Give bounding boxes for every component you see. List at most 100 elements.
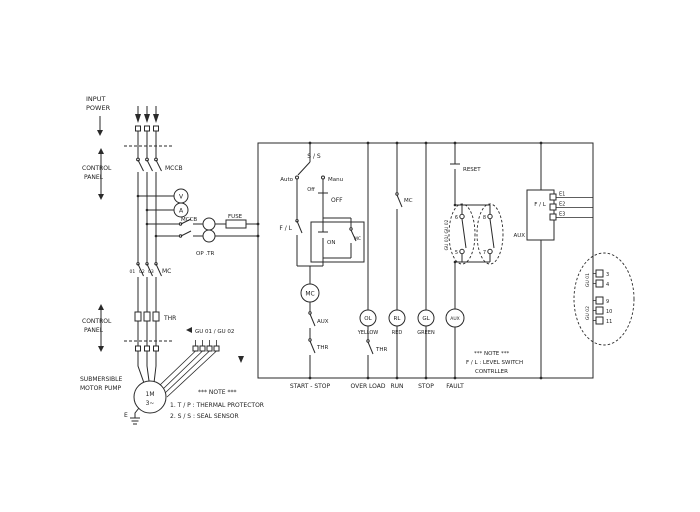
on-mc-holding-box: ON MC bbox=[310, 217, 365, 266]
sensor-terminals bbox=[159, 340, 244, 398]
mc-coil-label: MC bbox=[305, 291, 314, 298]
right-gu01-label: GU 01 bbox=[585, 273, 591, 287]
left-arrow-icon bbox=[186, 327, 192, 333]
fl-contact-label: F / L bbox=[279, 225, 292, 232]
branch-stop: GL GREEN bbox=[417, 141, 435, 380]
footer-start-stop: START - STOP bbox=[290, 383, 331, 390]
gu-terminal-dashed-outline bbox=[573, 252, 635, 346]
phase-arrow-icon bbox=[135, 114, 141, 123]
right-gu02-label: GU 02 bbox=[585, 306, 591, 320]
aux-contact-label: AUX bbox=[317, 319, 329, 325]
on-button-label: ON bbox=[327, 240, 335, 246]
fl-controller-label: F / L bbox=[534, 202, 547, 208]
ammeter-circle bbox=[173, 202, 189, 218]
wire-number: 03 bbox=[148, 269, 154, 275]
motor: 1M 3~ E bbox=[124, 380, 167, 425]
selector-manu-label: Manu bbox=[328, 177, 343, 183]
control-panel-top-label: PANEL bbox=[84, 174, 104, 181]
down-arrow-icon bbox=[238, 356, 244, 363]
notes-left: *** NOTE *** 1. T / P : THERMAL PROTECTO… bbox=[170, 389, 264, 420]
phase-conductors bbox=[134, 131, 162, 384]
mc-holding-label: MC bbox=[354, 236, 361, 242]
note-line: 1. T / P : THERMAL PROTECTOR bbox=[170, 402, 264, 409]
fl-aux-label: AUX bbox=[513, 233, 525, 239]
gu-reference: GU 01 / GU 02 bbox=[186, 327, 234, 335]
voltmeter: V bbox=[136, 188, 189, 204]
gu-terminal-number: 7 bbox=[483, 250, 486, 256]
op-tr-label: OP .TR bbox=[196, 251, 215, 257]
power-section: INPUT POWER CONTROL PANEL bbox=[80, 95, 264, 425]
mc-run-contact-label: MC bbox=[404, 198, 413, 204]
gu02-dashed-outline bbox=[476, 203, 504, 265]
selector-switch: Auto Manu Off bbox=[280, 161, 343, 193]
control-panel-span-arrow-icon bbox=[98, 148, 104, 200]
input-power-label: POWER bbox=[86, 104, 111, 112]
control-panel-span-arrow-icon bbox=[98, 304, 104, 352]
selector-title: S / S bbox=[307, 153, 321, 160]
earth-label: E bbox=[124, 412, 128, 419]
fuse-label: FUSE bbox=[228, 214, 243, 220]
footer-run: RUN bbox=[390, 383, 403, 390]
control-panel-top-label: CONTROL bbox=[82, 165, 112, 172]
mc-contact-labels: 01 02 03 MC bbox=[130, 268, 172, 275]
voltmeter-letter: V bbox=[179, 194, 184, 201]
lamp-ol-label: OL bbox=[364, 316, 372, 322]
input-power-arrow-icon bbox=[97, 116, 103, 136]
aux-relay-circle bbox=[445, 308, 465, 328]
lamp-gl-label: GL bbox=[422, 316, 430, 322]
wire-number: 02 bbox=[139, 269, 145, 275]
right-terminal-group: 3 4 9 10 11 GU 01 GU 02 bbox=[573, 252, 635, 346]
gu-terminal-number: 8 bbox=[483, 215, 486, 221]
note-line: F / L : LEVEL SWITCH bbox=[466, 360, 523, 366]
fuse-symbol bbox=[225, 219, 247, 229]
motor-label: 3~ bbox=[146, 400, 155, 407]
lamp-rl-color: RED bbox=[392, 330, 403, 336]
aux-relay-label: AUX bbox=[450, 316, 459, 322]
phase-arrow-icon bbox=[153, 114, 159, 123]
branch-overload: OL YELLOW THR bbox=[357, 141, 387, 380]
terminal-number: 10 bbox=[606, 309, 612, 315]
thr-contact-label: THR bbox=[316, 345, 328, 351]
control-transformer-branch bbox=[145, 217, 258, 243]
gu-terminal-number: 6 bbox=[455, 215, 458, 221]
terminal-e-label: E1 bbox=[559, 192, 565, 198]
input-power-label: INPUT bbox=[86, 95, 105, 103]
transformer-coil bbox=[202, 229, 216, 243]
ammeter-letter: A bbox=[179, 208, 184, 215]
gu-group-label: GU 01/ GU 02 bbox=[444, 219, 450, 250]
note-line: CONTRLLER bbox=[475, 369, 508, 375]
lamp-gl-color: GREEN bbox=[417, 330, 435, 336]
selector-off-label: Off bbox=[307, 187, 315, 193]
lamp-rl-circle bbox=[388, 309, 406, 327]
transformer-coil bbox=[202, 217, 216, 231]
mccb-control-label: MCCB bbox=[181, 217, 197, 223]
lamp-ol-color: YELLOW bbox=[357, 330, 379, 336]
thr-label: THR bbox=[163, 315, 176, 322]
terminal-number: 3 bbox=[606, 272, 609, 278]
gu-contact-group: GU 01/ GU 02 6 5 8 7 bbox=[444, 203, 504, 265]
lamp-rl-label: RL bbox=[394, 316, 402, 322]
footer-stop: STOP bbox=[418, 383, 434, 390]
branch-run: MC RL RED bbox=[388, 141, 413, 380]
wire-number: 01 bbox=[130, 269, 136, 275]
motor-label: 1M bbox=[146, 391, 155, 398]
motor-circle bbox=[133, 380, 167, 414]
lamp-gl-circle bbox=[417, 309, 435, 327]
ammeter: A bbox=[145, 202, 189, 218]
footer-over-load: OVER LOAD bbox=[350, 383, 385, 390]
thr-contact-label: THR bbox=[375, 347, 387, 353]
gu01-dashed-outline bbox=[448, 203, 476, 265]
terminal-number: 4 bbox=[606, 282, 609, 288]
branch-fault: RESET GU 01/ GU 02 6 5 8 7 AUX bbox=[444, 141, 504, 380]
gu-ref-label: GU 01 / GU 02 bbox=[195, 329, 234, 335]
note-title: *** NOTE *** bbox=[474, 351, 510, 357]
lamp-ol-circle bbox=[359, 309, 377, 327]
gu-terminal-number: 5 bbox=[455, 250, 458, 256]
footer-labels: START - STOP OVER LOAD RUN STOP FAULT bbox=[290, 383, 464, 390]
off-button-label: OFF bbox=[331, 197, 343, 204]
terminal-e-label: E2 bbox=[559, 202, 565, 208]
terminal-e-label: E3 bbox=[559, 212, 565, 218]
footer-fault: FAULT bbox=[446, 383, 464, 390]
branch-start-stop: S / S Auto Manu Off OFF F / L bbox=[279, 141, 365, 380]
